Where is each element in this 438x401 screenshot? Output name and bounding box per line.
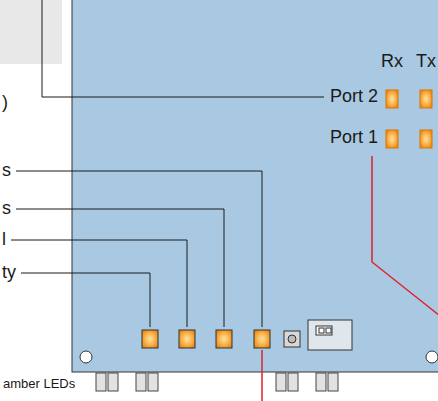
status-led bbox=[179, 330, 195, 348]
status-led bbox=[142, 330, 158, 348]
indicator-name: ) bbox=[2, 93, 8, 113]
circuit-board bbox=[72, 0, 438, 372]
mounting-hole bbox=[426, 351, 438, 363]
light-pipe bbox=[316, 373, 326, 391]
port-name: Port 1 bbox=[330, 128, 378, 148]
leader-line bbox=[16, 209, 224, 327]
port-name: Port 2 bbox=[330, 87, 378, 107]
status-led bbox=[254, 330, 270, 348]
light-pipe bbox=[288, 373, 298, 391]
light-pipe bbox=[148, 373, 158, 391]
red-pointer bbox=[372, 156, 438, 316]
red-pointer bbox=[261, 350, 263, 401]
light-pipe bbox=[96, 373, 338, 391]
signal-name: Rx bbox=[381, 52, 403, 72]
signal-name: Tx bbox=[416, 52, 436, 72]
grey-panel bbox=[0, 0, 62, 64]
connector-pin bbox=[319, 328, 324, 333]
connector-pin bbox=[326, 328, 331, 333]
leader-line bbox=[42, 0, 324, 97]
reset-button bbox=[284, 331, 300, 347]
light-pipe bbox=[108, 373, 118, 391]
reset-button-cap bbox=[288, 335, 296, 343]
mounting-hole bbox=[80, 351, 92, 363]
indicator-name: s bbox=[2, 161, 11, 181]
leader-line bbox=[16, 171, 262, 327]
indicator-name: ty bbox=[2, 263, 16, 283]
board-connector bbox=[308, 320, 352, 350]
light-pipe bbox=[328, 373, 338, 391]
status-led bbox=[216, 330, 232, 348]
port-led bbox=[420, 90, 432, 108]
port-led bbox=[386, 90, 398, 108]
leader-line bbox=[11, 240, 187, 327]
indicator-name: l bbox=[2, 230, 6, 250]
port-led bbox=[386, 130, 398, 148]
light-pipe bbox=[276, 373, 286, 391]
light-pipe bbox=[136, 373, 146, 391]
indicator-name: s bbox=[2, 199, 11, 219]
port-led bbox=[420, 130, 432, 148]
part-name: amber LEDs bbox=[3, 377, 75, 391]
light-pipe bbox=[96, 373, 106, 391]
connector-slot bbox=[316, 326, 332, 335]
leader-line bbox=[21, 273, 150, 327]
